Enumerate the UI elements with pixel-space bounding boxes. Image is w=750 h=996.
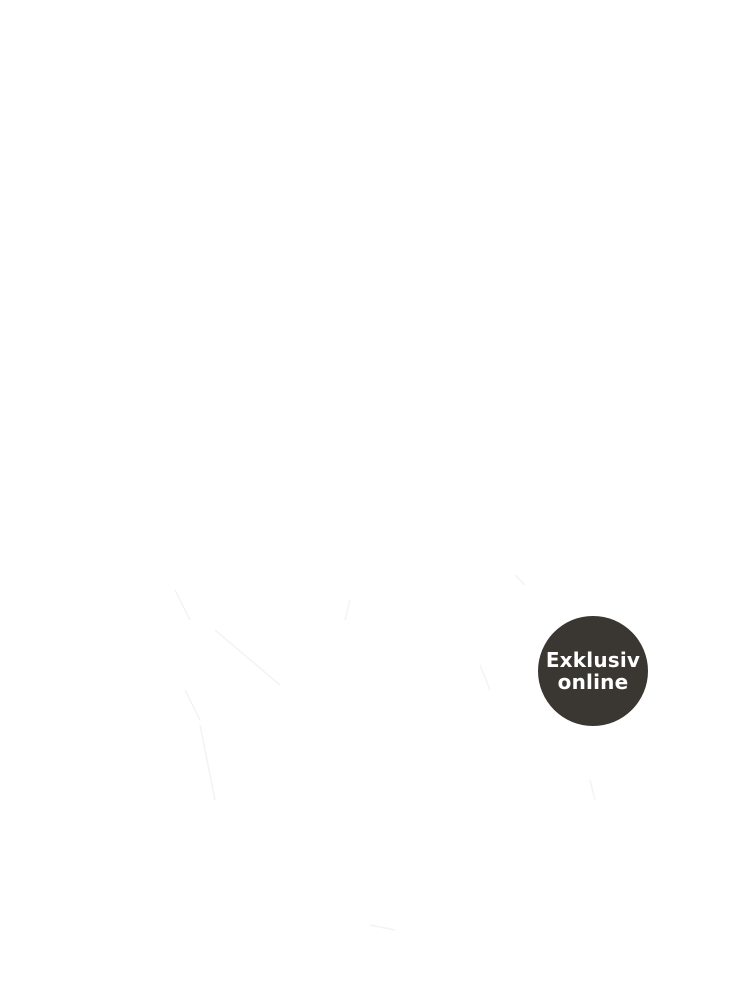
- badge-line-1: Exklusiv: [545, 648, 641, 672]
- exclusive-online-badge: Exklusiv online: [538, 616, 648, 726]
- badge-line-2: online: [557, 670, 629, 694]
